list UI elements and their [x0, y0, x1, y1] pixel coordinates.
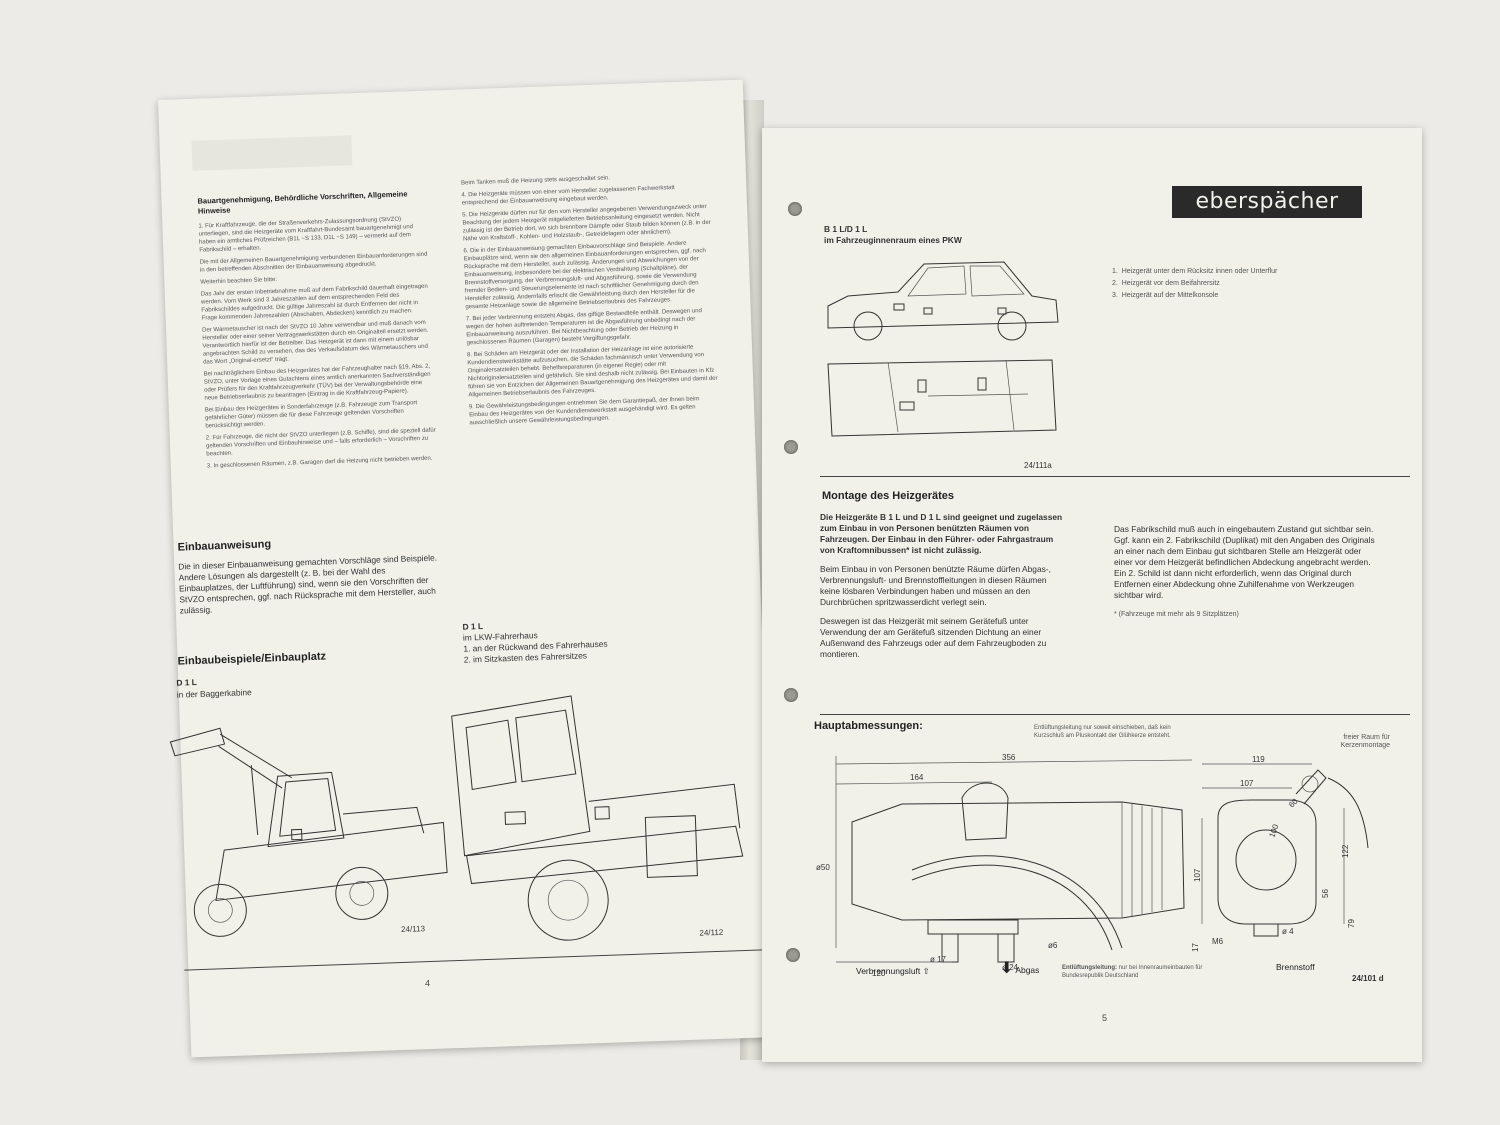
approval-section-col1: Bauartgenehmigung, Behördliche Vorschrif…: [197, 189, 439, 475]
car-legend-item-3-text: Heizgerät auf der Mittelkonsole: [1121, 292, 1219, 299]
candle-space-note: freier Raum für Kerzenmontage: [1340, 734, 1390, 749]
mounting-p4: Das Fabrikschild muß auch in eingebautem…: [1114, 524, 1375, 600]
dim-107: 107: [1240, 779, 1254, 788]
dim-107-vertical: 107: [1193, 868, 1202, 882]
arrow-down-icon: ⬇: [1000, 960, 1014, 977]
excavator-fig-number: 24/113: [401, 924, 426, 934]
approval-heading: Bauartgenehmigung, Behördliche Vorschrif…: [197, 189, 408, 216]
car-legend-item-3: 3. Heizgerät auf der Mittelkonsole: [1112, 292, 1219, 299]
approval-col2-paragraph: 7. Bei jeder Verbrennung entsteht Abgas,…: [465, 308, 702, 347]
approval-col2-paragraph: 5. Die Heizgeräte dürfen nur für den vom…: [462, 203, 711, 243]
punch-hole: [784, 440, 798, 454]
dim-60: 60: [1287, 796, 1300, 809]
car-legend-item-2-text: Heizgerät vor dem Beifahrersitz: [1121, 280, 1220, 287]
dimensions-heading: Hauptabmessungen:: [814, 720, 923, 732]
approval-col2-paragraph: 6. Die in der Einbauanweisung gemachten …: [463, 240, 706, 311]
fuel-label: Brennstoff: [1276, 962, 1315, 972]
vent-note: Entlüftungsleitung nur soweit einschiebe…: [1034, 725, 1171, 739]
vent-line-text: nur bei Innenraumeinbauten für Bundesrep…: [1062, 965, 1203, 979]
mounting-footnote: * (Fahrzeuge mit mehr als 9 Sitzplätzen): [1114, 611, 1239, 618]
car-fig-number: 24/111a: [1024, 461, 1052, 470]
approval-section-col2: Beim Tanken muß die Heizung stets ausges…: [461, 171, 720, 432]
approval-col1-paragraph: Bei Einbau des Heizgerätes in Sonderfahr…: [204, 400, 418, 430]
dim-164: 164: [910, 773, 924, 782]
truck-fig-number: 24/112: [699, 928, 724, 938]
dim-100: 100: [1267, 823, 1280, 839]
gray-header-block: [191, 135, 353, 171]
right-rule-2: [820, 714, 1410, 715]
car-legend-item-1: 1. Heizgerät unter dem Rücksitz innen od…: [1112, 268, 1278, 275]
approval-col2-paragraph: 9. Die Gewährleistungsbedingungen entneh…: [468, 396, 700, 427]
mounting-p3: Deswegen ist das Heizgerät mit seinem Ge…: [820, 616, 1047, 659]
exhaust-text: Abgas: [1015, 965, 1040, 975]
approval-col1-paragraph: 1. Für Kraftfahrzeuge, die der Straßenve…: [198, 216, 414, 254]
arrow-up-icon: ⇧: [922, 966, 930, 976]
truck-caption: D 1 L im LKW-Fahrerhaus 1. an der Rückwa…: [462, 615, 663, 666]
approval-col2-paragraph: 8. Bei Schäden am Heizgerät oder der Ins…: [466, 344, 718, 399]
approval-col2-text: Beim Tanken muß die Heizung stets ausges…: [461, 171, 720, 428]
car-legend-item-2: 2. Heizgerät vor dem Beifahrersitz: [1112, 280, 1220, 287]
approval-col1-text: 1. Für Kraftfahrzeuge, die der Straßenve…: [198, 215, 439, 471]
dim-356: 356: [1002, 753, 1016, 762]
vent-line-note: Entlüftungsleitung: nur bei Innenraumein…: [1062, 964, 1232, 980]
car-location: im Fahrzeuginnenraum eines PKW: [824, 235, 962, 245]
excavator-location: in der Baggerkabine: [176, 687, 252, 700]
vent-line-label: Entlüftungsleitung:: [1062, 965, 1117, 971]
right-rule-1: [820, 476, 1410, 477]
examples-heading: Einbaubeispiele/Einbauplatz: [177, 650, 327, 668]
mounting-heading: Montage des Heizgerätes: [822, 490, 955, 502]
mounting-p2: Beim Einbau in von Personen benützte Räu…: [820, 564, 1051, 607]
instructions-text: Die in dieser Einbauanweisung gemachten …: [178, 552, 438, 616]
dim-79: 79: [1347, 919, 1356, 928]
dim-diameter-4: ø 4: [1282, 927, 1294, 936]
dim-diameter-24: ø 24: [1002, 963, 1019, 972]
punch-hole: [788, 202, 802, 216]
excavator-drawing: 24/113: [169, 727, 448, 937]
dim-56: 56: [1321, 889, 1330, 898]
right-page-number: 5: [1102, 1013, 1108, 1023]
approval-col1-paragraph: Bei nachträglichem Einbau des Heizgeräte…: [203, 363, 431, 402]
mounting-col2: Das Fabrikschild muß auch in eingebautem…: [1114, 524, 1376, 619]
truck-drawing: 24/112: [451, 695, 744, 941]
dim-diameter-17-a: ø 17: [930, 955, 947, 964]
punch-hole: [784, 688, 798, 702]
dim-119: 119: [1252, 755, 1265, 764]
dim-diameter-50: ø50: [816, 863, 830, 872]
dim-diameter-6: ø6: [1048, 941, 1058, 950]
car-legend: 1. Heizgerät unter dem Rücksitz innen od…: [1112, 268, 1312, 300]
right-page: eberspächer B 1 L/D 1 L im Fahrzeuginnen…: [762, 128, 1422, 1062]
dim-122: 122: [1341, 844, 1350, 858]
heater-fig-number: 24/101 d: [1352, 974, 1384, 983]
approval-col1-paragraph: Der Wärmetauscher ist nach der StVZO 10 …: [201, 319, 429, 366]
combustion-air-label: Verbrennungsluft ⇧: [856, 966, 930, 977]
left-page: Bauartgenehmigung, Behördliche Vorschrif…: [158, 79, 777, 1058]
car-model: B 1 L/D 1 L: [824, 224, 868, 234]
punch-hole: [786, 948, 800, 962]
car-legend-item-1-text: Heizgerät unter dem Rücksitz innen oder …: [1121, 268, 1278, 275]
brand-logo: eberspächer: [1172, 186, 1362, 218]
excavator-model: D 1 L: [176, 677, 197, 688]
exhaust-label: ⬇ Abgas: [1000, 958, 1039, 978]
heater-end-view-drawing: 119 107 107 122 56 79 17 100 60 M6 ø 4: [1191, 755, 1369, 952]
heater-side-view-drawing: 356 164 ø50 120 ø 17 ø 24 ø6: [816, 753, 1193, 978]
instructions-heading: Einbauanweisung: [177, 538, 272, 554]
combustion-air-text: Verbrennungsluft: [856, 966, 921, 976]
mounting-p1: Die Heizgeräte B 1 L und D 1 L sind geei…: [820, 512, 1063, 555]
mounting-col1: Die Heizgeräte B 1 L und D 1 L sind geei…: [820, 512, 1068, 660]
dim-m6: M6: [1212, 937, 1224, 946]
car-drawing: 24/111a: [827, 261, 1059, 470]
left-page-number: 4: [424, 978, 431, 989]
car-caption: B 1 L/D 1 L im Fahrzeuginnenraum eines P…: [824, 224, 962, 246]
dim-120: 120: [872, 969, 886, 978]
dim-17: 17: [1191, 943, 1200, 952]
approval-col1-paragraph: Das Jahr der ersten Inbetriebnahme muß a…: [200, 283, 428, 322]
approval-col1-paragraph: 2. Für Fahrzeuge, die nicht der StVZO un…: [205, 427, 436, 458]
